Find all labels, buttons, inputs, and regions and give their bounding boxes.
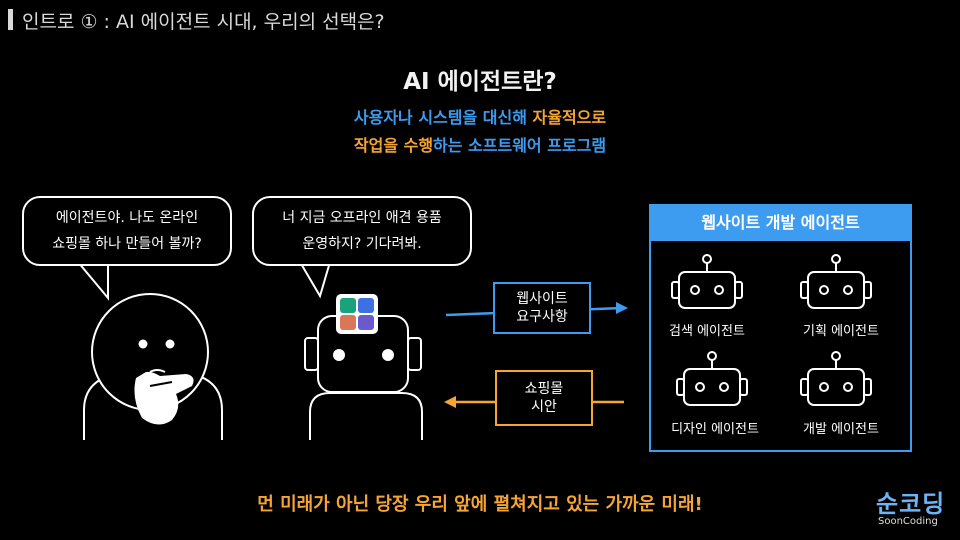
header-accent-bar bbox=[8, 9, 13, 30]
agent-label-design: 디자인 에이전트 bbox=[671, 422, 759, 437]
agent-robot-icon-search bbox=[671, 254, 743, 309]
robot-bubble-line2: 운영하지? 기다려봐. bbox=[302, 236, 422, 252]
result-note-line2: 시안 bbox=[531, 399, 557, 415]
footer-statement: 먼 미래가 아닌 당장 우리 앞에 펼쳐지고 있는 가까운 미래! bbox=[257, 494, 703, 515]
page-header-title: 인트로 ① : AI 에이전트 시대, 우리의 선택은? bbox=[22, 11, 385, 33]
agent-robot-icon-dev bbox=[800, 351, 872, 406]
agent-label-planning: 기획 에이전트 bbox=[803, 324, 879, 339]
chatgpt-icon bbox=[340, 298, 356, 313]
agent-label-dev: 개발 에이전트 bbox=[803, 422, 879, 437]
agent-label-search: 검색 에이전트 bbox=[669, 324, 745, 339]
definition-line2-blue: 하는 소프트웨어 프로그램 bbox=[433, 136, 607, 155]
result-note: 쇼핑몰 시안 bbox=[495, 370, 593, 426]
result-note-line1: 쇼핑몰 bbox=[524, 381, 564, 397]
robot-bubble-line1: 너 지금 오프라인 애견 용품 bbox=[282, 210, 442, 226]
human-bubble-tail bbox=[75, 261, 109, 301]
request-note: 웹사이트 요구사항 bbox=[493, 282, 591, 334]
logo-subtitle: SoonCoding bbox=[878, 516, 938, 527]
main-title: AI 에이전트란? bbox=[403, 69, 557, 95]
logo-wordmark: 순코딩 bbox=[876, 490, 946, 518]
definition-line2-orange: 작업을 수행 bbox=[353, 136, 434, 155]
robot-speech-bubble: 너 지금 오프라인 애견 용품 운영하지? 기다려봐. bbox=[252, 196, 472, 266]
copilot-icon bbox=[358, 315, 374, 330]
robot-bubble-tail bbox=[298, 261, 332, 299]
agent-robot-icon-planning bbox=[800, 254, 872, 309]
robot-icon bbox=[304, 294, 423, 440]
definition-line1-blue: 사용자나 시스템을 대신해 bbox=[353, 108, 533, 127]
gemini-icon bbox=[358, 298, 374, 313]
person-thinking-icon bbox=[83, 293, 223, 440]
human-speech-bubble: 에이전트야. 나도 온라인 쇼핑몰 하나 만들어 볼까? bbox=[22, 196, 232, 266]
definition-line1-orange: 자율적으로 bbox=[532, 108, 607, 127]
human-bubble-line2: 쇼핑몰 하나 만들어 볼까? bbox=[52, 236, 202, 252]
human-bubble-line1: 에이전트야. 나도 온라인 bbox=[55, 210, 199, 226]
agent-robot-icon-design bbox=[676, 351, 748, 406]
request-note-line1: 웹사이트 bbox=[516, 291, 568, 307]
claude-icon bbox=[340, 315, 356, 330]
agent-panel-title: 웹사이트 개발 에이전트 bbox=[649, 204, 912, 241]
definition-text: 사용자나 시스템을 대신해 자율적으로 작업을 수행하는 소프트웨어 프로그램 bbox=[0, 104, 960, 160]
request-note-line2: 요구사항 bbox=[516, 309, 568, 325]
